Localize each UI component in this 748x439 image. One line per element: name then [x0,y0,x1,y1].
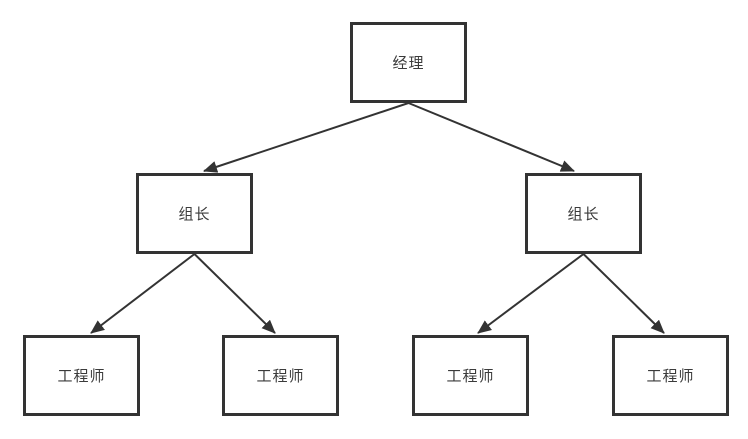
edge-leader-right-to-engineer-3 [477,253,585,334]
node-engineer-4: 工程师 [612,335,729,416]
node-manager: 经理 [350,22,467,103]
node-engineer-3: 工程师 [412,335,529,416]
edge-manager-to-leader-left [203,102,409,173]
edge-leader-right-to-engineer-4 [582,253,665,334]
node-engineer-1: 工程师 [23,335,140,416]
edge-manager-to-leader-right [408,102,575,172]
edge-leader-left-to-engineer-1 [90,253,196,334]
edge-leader-left-to-engineer-2 [193,253,276,334]
node-engineer-2: 工程师 [222,335,339,416]
node-leader-left: 组长 [136,173,253,254]
node-leader-right: 组长 [525,173,642,254]
